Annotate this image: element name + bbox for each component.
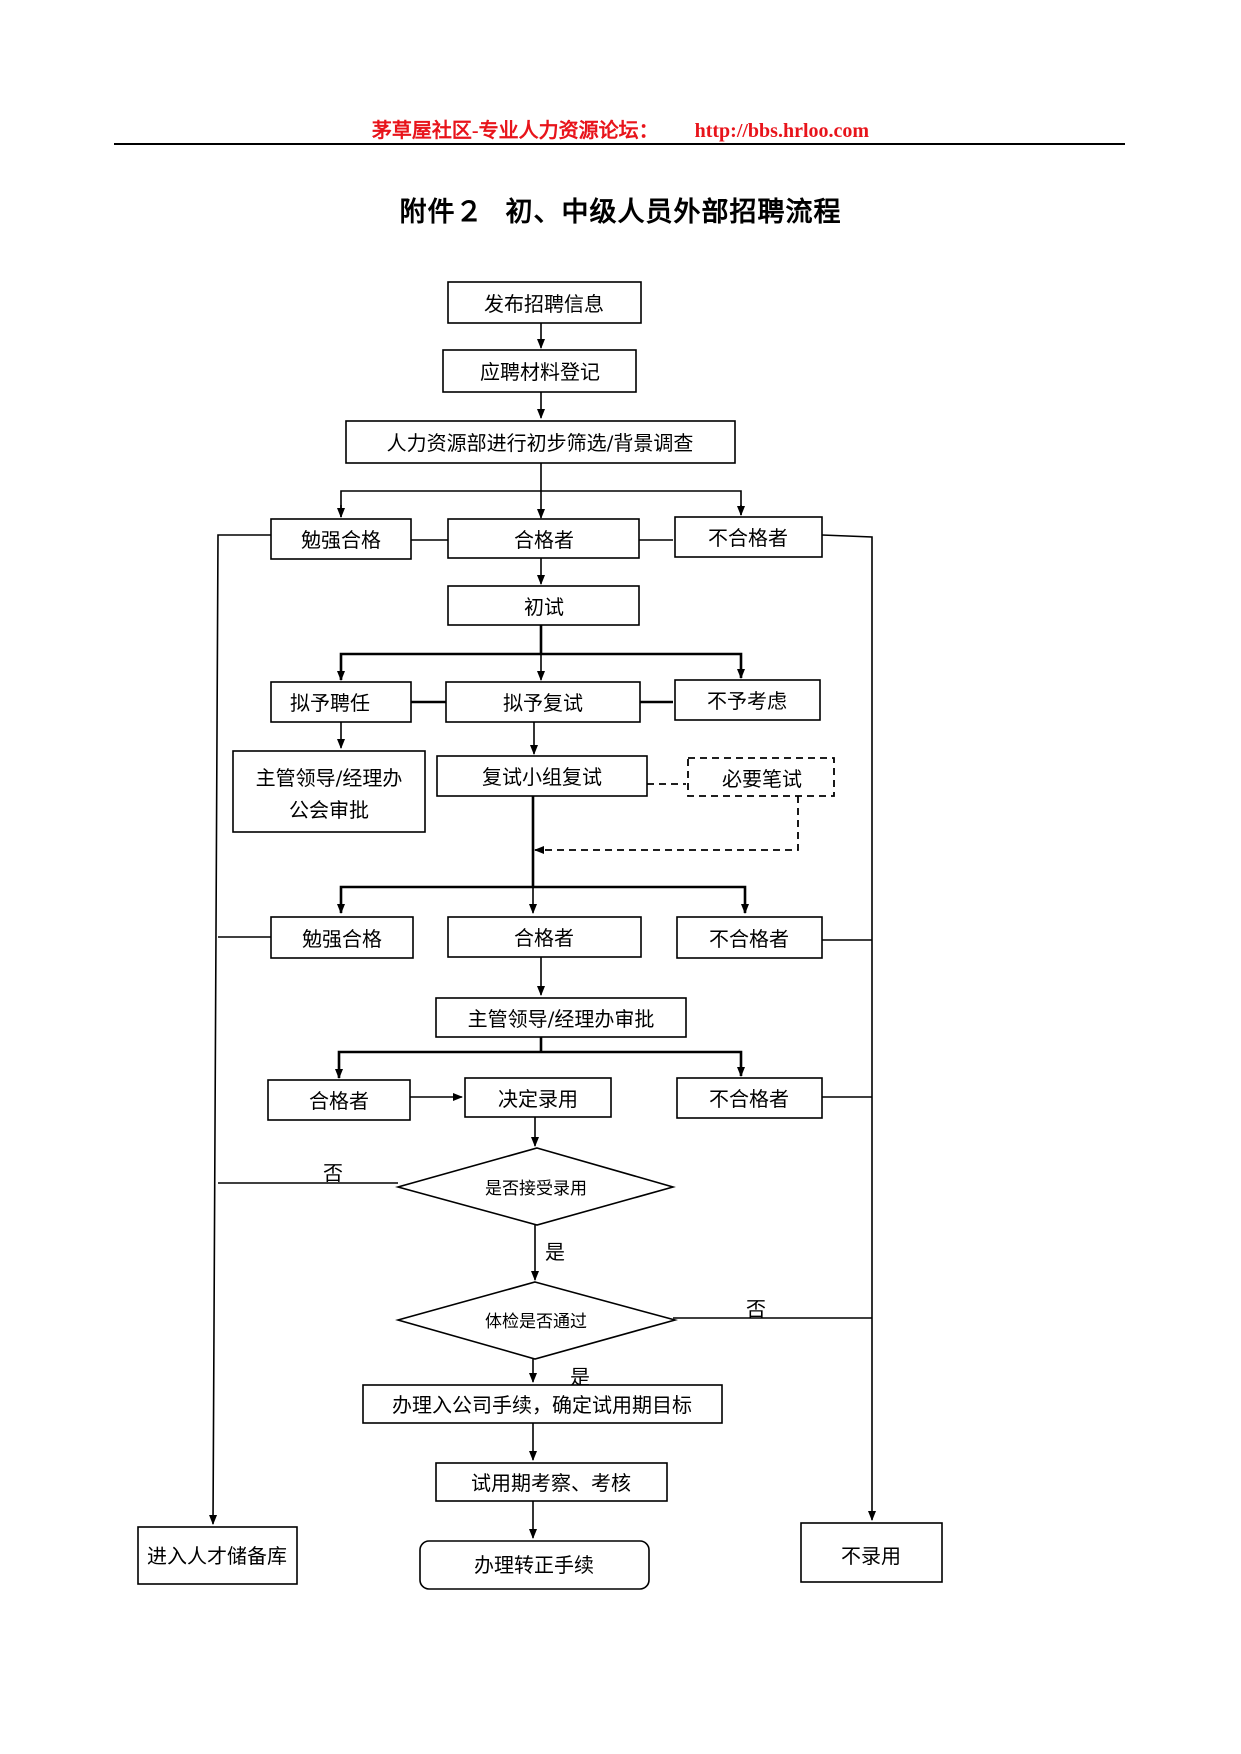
node-r2-unqualified-label: 不合格者 [709,927,789,951]
node-propose-hire-label: 拟予聘任 [290,691,370,715]
node-screening: 人力资源部进行初步筛选/背景调查 [345,420,736,464]
edge-label-exam-yes: 是 [570,1365,590,1389]
node-written-test: 必要笔试 [687,757,835,797]
node-not-hired-label: 不录用 [841,1544,901,1568]
node-r3-unqualified-label: 不合格者 [709,1087,789,1111]
node-r3-unqualified: 不合格者 [676,1077,823,1119]
node-r1-qualified: 合格者 [447,518,640,559]
node-probation-label: 试用期考察、考核 [471,1471,631,1495]
node-accept-offer: 是否接受录用 [395,1147,676,1226]
node-decide-hire: 决定录用 [464,1077,612,1118]
node-r2-unqualified: 不合格者 [676,916,823,959]
node-approval-office-line2: 公会审批 [289,798,369,822]
node-register: 应聘材料登记 [442,349,637,393]
node-physical-exam: 体检是否通过 [395,1281,679,1360]
node-not-considered-label: 不予考虑 [707,689,787,713]
node-r3-qualified: 合格者 [267,1079,411,1121]
node-talent-pool-label: 进入人才储备库 [147,1544,287,1568]
node-panel-second: 复试小组复试 [436,755,648,797]
node-manager-approval-label: 主管领导/经理办审批 [468,1007,655,1031]
node-talent-pool: 进入人才储备库 [137,1526,298,1585]
page-title: 附件２ 初、中级人员外部招聘流程 [0,190,1241,229]
node-register-label: 应聘材料登记 [480,360,600,384]
node-confirmation: 办理转正手续 [419,1540,650,1590]
node-physical-exam-label: 体检是否通过 [485,1312,587,1332]
header-url-link[interactable]: http://bbs.hrloo.com [694,120,870,142]
page-header: 茅草屋社区-专业人力资源论坛： http://bbs.hrloo.com [0,114,1241,143]
node-propose-second: 拟予复试 [445,681,641,723]
node-accept-offer-label: 是否接受录用 [485,1179,587,1199]
node-r3-qualified-label: 合格者 [309,1089,369,1113]
node-panel-second-label: 复试小组复试 [482,765,602,789]
node-approval-office: 主管领导/经理办 公会审批 [232,750,426,833]
node-propose-hire: 拟予聘任 [270,681,412,723]
node-probation: 试用期考察、考核 [435,1462,668,1502]
node-r1-unqualified: 不合格者 [674,516,823,558]
node-r2-marginal-label: 勉强合格 [302,927,382,951]
edge-label-accept-no: 否 [323,1161,343,1185]
node-propose-second-label: 拟予复试 [503,691,583,715]
node-written-test-label: 必要笔试 [722,767,802,791]
node-manager-approval: 主管领导/经理办审批 [435,997,687,1038]
node-not-considered: 不予考虑 [674,679,821,721]
node-not-hired: 不录用 [800,1522,943,1583]
node-r2-marginal: 勉强合格 [270,916,414,959]
node-publish: 发布招聘信息 [447,281,642,324]
title-prefix: 附件２ [399,197,484,228]
connectors [209,323,876,1539]
node-r1-marginal-label: 勉强合格 [301,528,381,552]
node-r1-unqualified-label: 不合格者 [708,526,788,550]
node-publish-label: 发布招聘信息 [484,292,604,316]
edge-label-exam-no: 否 [746,1297,766,1321]
edge-label-accept-yes: 是 [545,1240,565,1264]
node-onboarding: 办理入公司手续，确定试用期目标 [362,1384,723,1424]
node-confirmation-label: 办理转正手续 [474,1553,594,1577]
node-r1-marginal: 勉强合格 [270,518,412,560]
header-forum-text: 茅草屋社区-专业人力资源论坛： [371,120,659,142]
node-onboarding-label: 办理入公司手续，确定试用期目标 [392,1393,692,1417]
node-r1-qualified-label: 合格者 [514,528,574,552]
node-r2-qualified-label: 合格者 [514,926,574,950]
node-approval-office-line1: 主管领导/经理办 [256,766,403,790]
node-first-interview-label: 初试 [524,595,564,619]
title-text: 初、中级人员外部招聘流程 [505,197,842,228]
node-screening-label: 人力资源部进行初步筛选/背景调查 [387,431,694,455]
node-decide-hire-label: 决定录用 [498,1087,578,1111]
node-r2-qualified: 合格者 [447,916,642,958]
header-divider [114,143,1125,145]
node-first-interview: 初试 [447,585,640,626]
